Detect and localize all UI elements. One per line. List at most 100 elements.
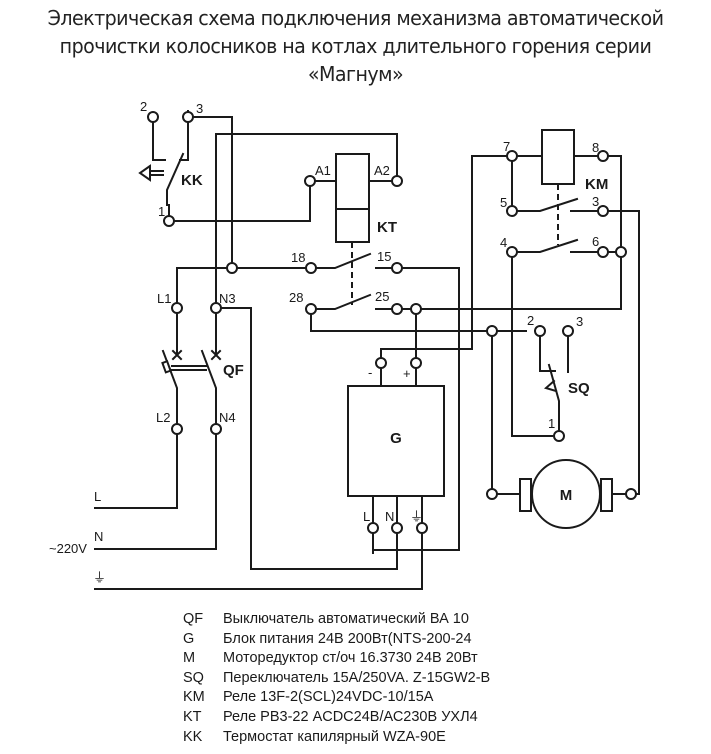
sq-wire-2 bbox=[539, 335, 556, 372]
g-minus-label: - bbox=[368, 365, 372, 380]
g-terminal-minus bbox=[375, 357, 387, 369]
g-terminal-ground bbox=[416, 522, 428, 534]
legend-row-kk: KK Термостат капилярный WZA-90E bbox=[183, 728, 490, 748]
g-ground-icon: ⏚ bbox=[410, 509, 423, 524]
km-4-label: 4 bbox=[500, 235, 507, 250]
wire-ground-supply bbox=[94, 562, 423, 590]
km-5-label: 5 bbox=[500, 195, 507, 210]
kk-terminal-2-label: 2 bbox=[140, 99, 147, 114]
kt-terminal-a2 bbox=[391, 175, 403, 187]
wire-15-down bbox=[401, 267, 460, 551]
motor-brush-right bbox=[600, 478, 613, 512]
g-body bbox=[347, 385, 445, 497]
km-contact-4-6 bbox=[516, 238, 599, 253]
legend-row-km: KM Реле 13F-2(SCL)24VDC-10/15A bbox=[183, 688, 490, 708]
legend-row-m: M Моторедуктор ст/оч 16.3730 24В 20Вт bbox=[183, 649, 490, 669]
sq-terminal-1 bbox=[553, 430, 565, 442]
kk-switch-blade bbox=[166, 152, 185, 206]
kk-capillary-shaft bbox=[149, 170, 164, 176]
qf-terminal-l1 bbox=[171, 302, 183, 314]
kk-wire-3 bbox=[179, 110, 189, 161]
junction-28 bbox=[486, 325, 498, 337]
g-power-supply: G - + L N ⏚ bbox=[347, 357, 460, 590]
km-wire-8 bbox=[607, 155, 622, 248]
kt-terminal-18 bbox=[305, 262, 317, 274]
kt-18-label: 18 bbox=[291, 250, 305, 265]
legend-text: Реле РВ3-22 ACDC24В/АС230В УХЛ4 bbox=[223, 708, 478, 725]
motor-brush-left bbox=[519, 478, 532, 512]
motor-terminal-left bbox=[486, 488, 498, 500]
sq-terminal-2 bbox=[534, 325, 546, 337]
title-line-2: прочистки колосников на котлах длительно… bbox=[59, 34, 652, 58]
km-terminal-4 bbox=[506, 246, 518, 258]
component-legend: QF Выключатель автоматический ВА 10 G Бл… bbox=[183, 610, 490, 747]
km-relay: 7 8 KM 5 3 4 6 bbox=[500, 129, 627, 258]
diagram-title: Электрическая схема подключения механизм… bbox=[25, 4, 686, 88]
supply-ground-icon: ⏚ bbox=[93, 570, 106, 585]
kk-terminal-3-label: 3 bbox=[196, 101, 203, 116]
kk-wire-2 bbox=[152, 116, 166, 161]
legend-code: KT bbox=[183, 708, 202, 725]
kt-a2-label: A2 bbox=[374, 163, 390, 178]
supply-n-label: N bbox=[94, 529, 103, 544]
kk-terminal-1-label: 1 bbox=[158, 204, 165, 219]
kt-15-label: 15 bbox=[377, 249, 391, 264]
kt-timer-relay: A1 A2 KT 18 15 28 25 bbox=[289, 153, 403, 315]
kt-terminal-28 bbox=[305, 303, 317, 315]
supply-voltage-label: ~220V bbox=[49, 541, 87, 556]
kt-terminal-15 bbox=[391, 262, 403, 274]
g-label: G bbox=[390, 430, 402, 447]
sq-1-label: 1 bbox=[548, 416, 555, 431]
supply-l-label: L bbox=[94, 489, 101, 504]
qf-terminal-l2 bbox=[171, 423, 183, 435]
wire-n3-to-a2 bbox=[215, 133, 398, 335]
kt-contact-28-25 bbox=[316, 293, 394, 310]
qf-breaker: L1 N3 L2 N4 QF bbox=[156, 286, 244, 435]
km-6-label: 6 bbox=[592, 234, 599, 249]
g-terminal-l bbox=[367, 522, 379, 534]
qf-label: QF bbox=[223, 362, 244, 379]
km-7-label: 7 bbox=[503, 139, 510, 154]
km-terminal-6 bbox=[597, 246, 609, 258]
wire-l2-to-l-supply bbox=[94, 433, 178, 509]
kk-capillary-arrow-icon bbox=[138, 164, 151, 182]
wire-km4-to-sq1 bbox=[511, 256, 553, 437]
kt-25-label: 25 bbox=[375, 289, 389, 304]
motor: M bbox=[486, 459, 637, 529]
legend-code: G bbox=[183, 630, 195, 647]
sq-blade bbox=[547, 363, 560, 432]
g-output-leads bbox=[380, 367, 417, 387]
g-n-label: N bbox=[385, 509, 394, 524]
kk-thermostat: 2 3 1 KK bbox=[138, 99, 203, 227]
km-terminal-3 bbox=[597, 205, 609, 217]
kk-label: KK bbox=[181, 172, 203, 189]
legend-code: KM bbox=[183, 689, 205, 706]
legend-text: Реле 13F-2(SCL)24VDC-10/15A bbox=[223, 689, 434, 706]
kk-terminal-2 bbox=[147, 111, 159, 123]
qf-trip-marks-icon bbox=[171, 349, 222, 361]
qf-linkage bbox=[171, 365, 207, 371]
legend-code: M bbox=[183, 650, 196, 667]
wire-l1-bus bbox=[176, 267, 307, 288]
legend-row-g: G Блок питания 24В 200Вт(NTS-200-24 bbox=[183, 630, 490, 650]
legend-row-sq: SQ Переключатель 15А/250VA. Z-15GW2-B bbox=[183, 669, 490, 689]
sq-2-label: 2 bbox=[527, 313, 534, 328]
qf-wires-bottom bbox=[176, 419, 217, 425]
km-terminal-5 bbox=[506, 205, 518, 217]
motor-label: M bbox=[560, 487, 573, 504]
kk-terminal-1 bbox=[163, 215, 175, 227]
qf-n3-label: N3 bbox=[219, 291, 236, 306]
sq-actuator-icon bbox=[543, 379, 558, 393]
legend-row-kt: KT Реле РВ3-22 ACDC24В/АС230В УХЛ4 bbox=[183, 708, 490, 728]
kt-terminal-25 bbox=[391, 303, 403, 315]
kk-terminal-3 bbox=[182, 111, 194, 123]
g-plus-label: + bbox=[403, 366, 411, 381]
sq-3-label: 3 bbox=[576, 314, 583, 329]
junction-25 bbox=[410, 303, 422, 315]
motor-body bbox=[531, 459, 601, 529]
sq-limit-switch: 2 3 1 SQ bbox=[527, 313, 590, 442]
kt-label: KT bbox=[377, 219, 397, 236]
legend-text: Моторедуктор ст/оч 16.3730 24В 20Вт bbox=[223, 650, 478, 667]
legend-text: Переключатель 15А/250VA. Z-15GW2-B bbox=[223, 669, 491, 686]
